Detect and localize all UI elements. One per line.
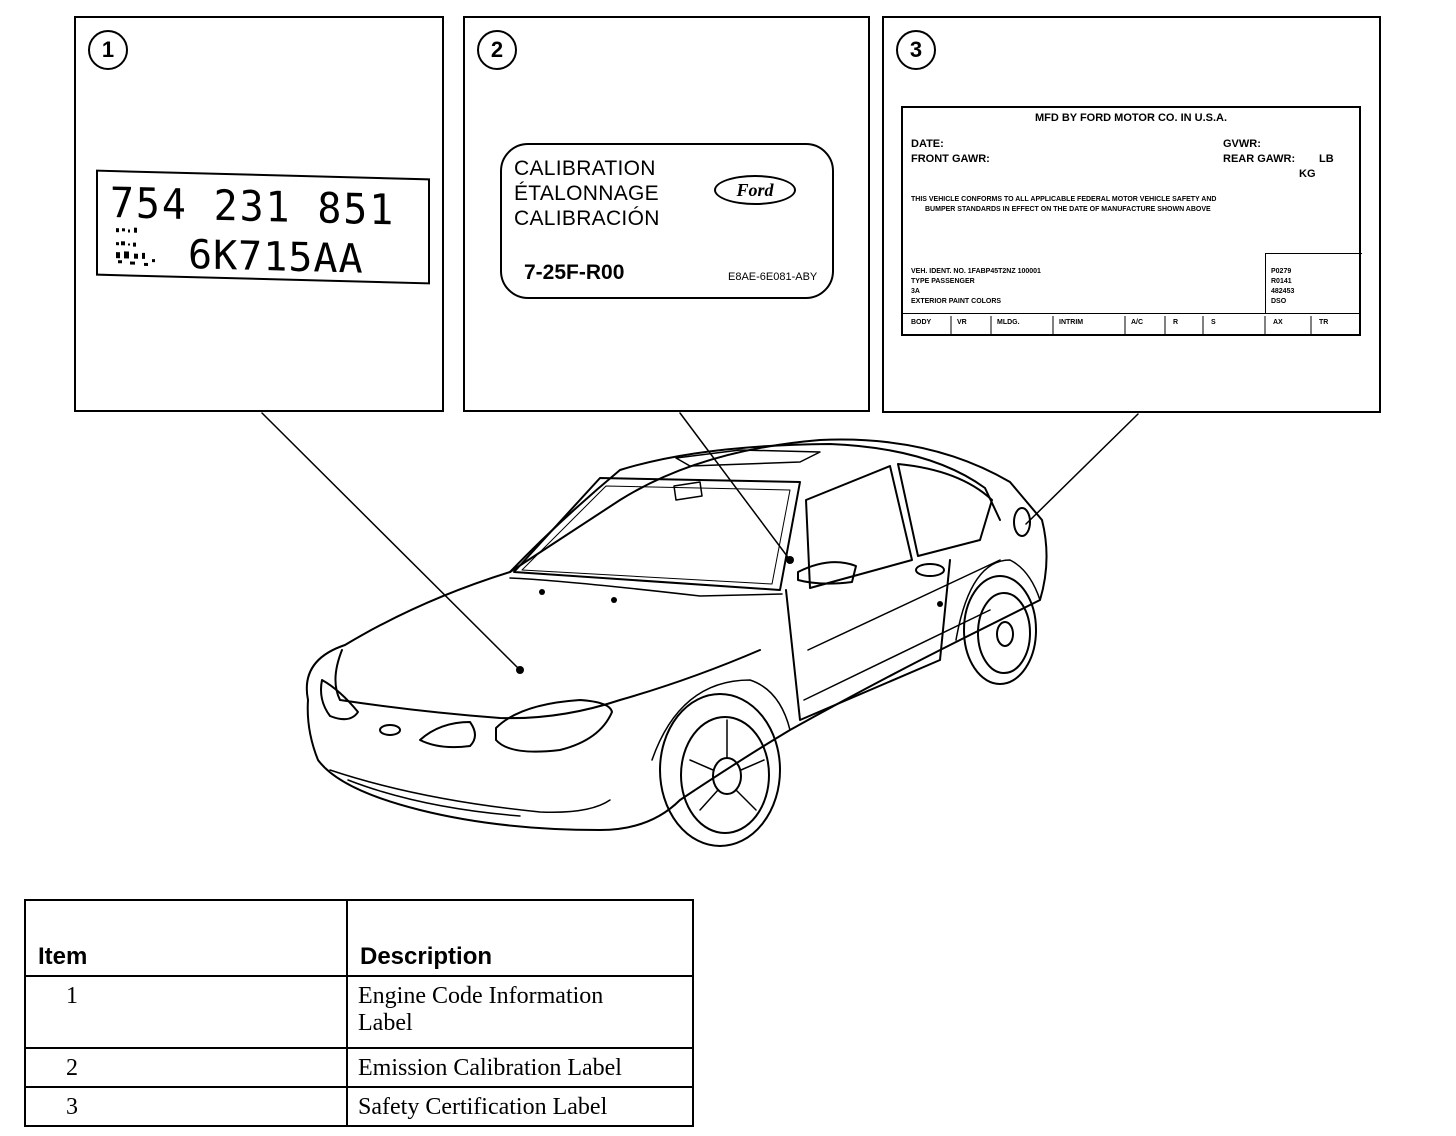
callout-number-1: 1 [88,30,128,70]
safety-row-intrim: INTRIM [1059,319,1084,326]
safety-certification-label: MFD BY FORD MOTOR CO. IN U.S.A. DATE: GV… [901,106,1362,336]
callout-point-2 [786,556,794,564]
car-windshield [513,477,801,591]
safety-row-s: S [1211,319,1216,326]
car-side-mirror [797,561,857,585]
leader-line-1 [261,412,521,671]
car-hood [334,649,761,720]
header-item: Item [24,899,348,977]
car-roof [509,443,1001,573]
safety-lb: LB [1319,153,1334,165]
safety-row-ax: AX [1273,319,1283,326]
emission-calibration-label: CALIBRATION ÉTALONNAGE CALIBRACIÓN Ford … [500,143,834,299]
callout-panel-3: 3 MFD BY FORD MOTOR CO. IN U.S.A. DATE: … [882,16,1381,413]
legend-table: Item Description 1 Engine Code Informati… [24,899,694,1127]
safety-row-divider [903,313,1361,314]
table-row: 3 Safety Certification Label [24,1086,694,1127]
engine-code-label: 754 231 851 6K715AA [96,169,430,285]
legend-header-row: Item Description [24,899,694,977]
callout-number-2: 2 [477,30,517,70]
car-rear-wheel [963,575,1037,685]
safety-row-ac: A/C [1131,319,1144,326]
car-headlight-left [320,679,359,721]
safety-front-gawr: FRONT GAWR: [911,153,990,165]
calibration-code: 7-25F-R00 [524,261,625,284]
safety-veh-ident: VEH. IDENT. NO. 1FABP45T2NZ 100001 [911,268,1041,275]
ford-logo-icon: Ford [714,175,796,205]
calibration-part-number: E8AE-6E081-ABY [728,271,818,283]
table-row: 1 Engine Code Information Label [24,975,694,1049]
safety-paint: EXTERIOR PAINT COLORS [911,298,1002,305]
vehicle-illustration [261,412,1139,847]
car-mirror [673,481,703,501]
car-headlight-right [495,699,613,753]
row-description: Safety Certification Label [346,1086,694,1127]
safety-rear-gawr: REAR GAWR: [1223,153,1296,165]
row-item-number: 3 [24,1086,348,1127]
safety-row-r: R [1173,319,1179,326]
safety-statement-1: THIS VEHICLE CONFORMS TO ALL APPLICABLE … [911,196,1217,203]
safety-kg: KG [1299,168,1316,180]
callout-panel-1: 1 754 231 851 6K715AA [74,16,444,412]
safety-box-code-3: 482453 [1271,288,1295,295]
engine-code-smudge-icon [116,227,155,266]
car-grille [419,721,476,749]
safety-row-separators [950,316,1312,336]
safety-code-box [1265,253,1362,314]
safety-row-body: BODY [911,319,932,326]
safety-box-code-2: R0141 [1271,278,1292,285]
safety-box-code-1: P0279 [1271,268,1292,275]
safety-row-mldg: MLDG. [997,319,1020,326]
car-body-outline [305,438,1048,831]
row-description: Emission Calibration Label [346,1047,694,1088]
table-row: 2 Emission Calibration Label [24,1047,694,1088]
safety-gvwr: GVWR: [1223,138,1261,150]
row-description: Engine Code Information Label [346,975,694,1049]
leader-line-2 [679,412,791,561]
car-front-wheel [659,693,781,847]
safety-label-header: MFD BY FORD MOTOR CO. IN U.S.A. [1034,112,1228,124]
callout-point-3 [937,601,943,607]
callout-point-1 [516,666,524,674]
car-side-window-front [805,465,913,589]
safety-row-tr: TR [1319,319,1329,326]
car-sunroof [675,449,821,467]
callout-panel-2: 2 CALIBRATION ÉTALONNAGE CALIBRACIÓN For… [463,16,870,412]
row-item-number: 2 [24,1047,348,1088]
safety-box-code-4: DSO [1271,298,1287,305]
calibration-text-es: CALIBRACIÓN [514,207,660,230]
car-bumper [329,769,611,813]
safety-statement-2: BUMPER STANDARDS IN EFFECT ON THE DATE O… [925,206,1211,213]
row-item-number: 1 [24,975,348,1049]
calibration-text-en: CALIBRATION [514,157,656,180]
calibration-text-fr: ÉTALONNAGE [514,182,659,205]
car-side-window-rear [897,463,993,557]
car-door-line [785,559,951,721]
safety-code-3a: 3A [911,288,920,295]
header-description: Description [346,899,694,977]
leader-line-3 [1025,413,1139,525]
callout-number-3: 3 [896,30,936,70]
safety-row-vr: VR [957,319,967,326]
safety-date: DATE: [911,138,944,150]
safety-type: TYPE PASSENGER [911,278,975,285]
